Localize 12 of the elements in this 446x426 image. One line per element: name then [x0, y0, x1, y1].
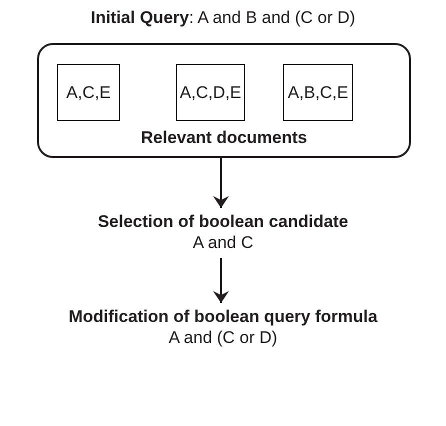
group-label: Relevant documents [140, 128, 308, 148]
arrow [213, 258, 229, 303]
rounded-group-box [37, 43, 411, 158]
step-heading: Modification of boolean query formula [68, 307, 378, 327]
title: Initial Query: A and B and (C or D) [90, 8, 356, 28]
step-heading: Selection of boolean candidate [98, 212, 348, 232]
step-formula: A and C [192, 232, 254, 254]
arrow [213, 158, 229, 208]
step-formula: A and (C or D) [168, 327, 278, 349]
document-box: A,C,D,E [176, 64, 245, 121]
document-box: A,B,C,E [283, 64, 353, 121]
document-box: A,C,E [57, 64, 120, 121]
